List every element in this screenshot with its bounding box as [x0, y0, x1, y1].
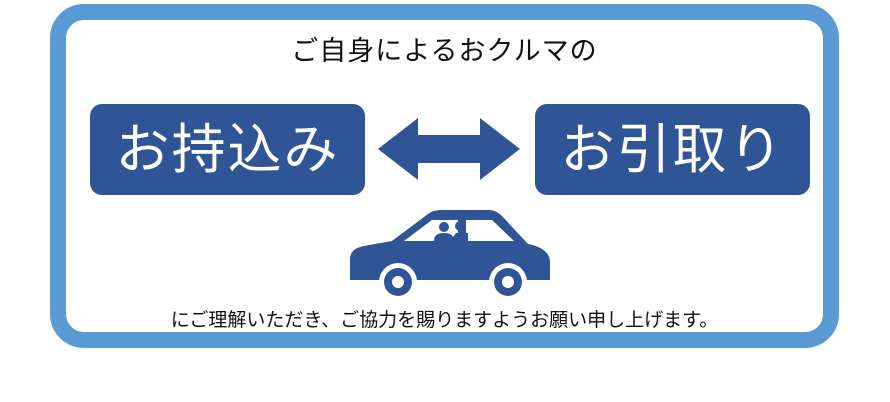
- notice-message: にご理解いただき、ご協力を賜りますようお願い申し上げます。: [170, 309, 719, 331]
- double-arrow-icon: [378, 118, 520, 180]
- car-icon: [350, 210, 550, 300]
- notice-frame: ご自身によるおクルマの お持込み お引取り にご理解いただき、ご協力を賜りますよ…: [50, 4, 839, 348]
- pick-up-label: お引取り: [535, 104, 810, 195]
- drop-off-label: お持込み: [90, 104, 365, 195]
- notice-heading: ご自身によるおクルマの: [291, 36, 598, 67]
